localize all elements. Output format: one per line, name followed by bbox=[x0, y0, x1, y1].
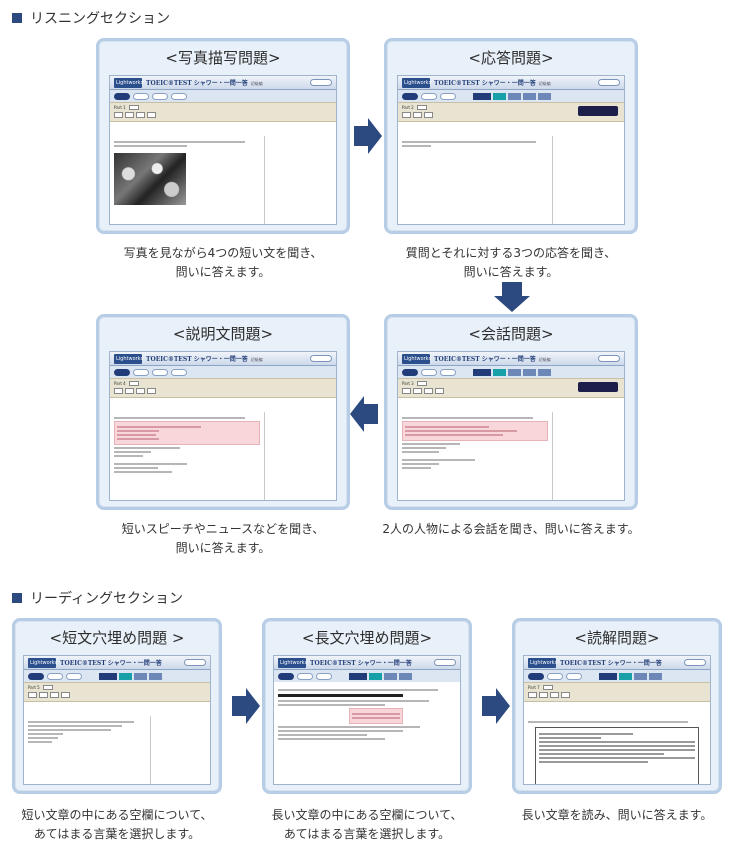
listening-section-heading: リスニングセクション bbox=[12, 8, 170, 28]
arrow-right-icon bbox=[482, 688, 510, 724]
card-title: <短文穴埋め問題 > bbox=[49, 629, 185, 647]
card-title: <長文穴埋め問題> bbox=[301, 629, 433, 647]
passage-box bbox=[535, 727, 699, 784]
bullet-square-icon bbox=[12, 13, 22, 23]
photo-thumbnail bbox=[114, 153, 186, 205]
card-description: 長い文章を読み、問いに答えます。 bbox=[521, 808, 713, 822]
arrow-down-icon bbox=[494, 282, 530, 312]
reading-section-heading: リーディングセクション bbox=[12, 588, 183, 608]
card-title: <写真描写問題> bbox=[165, 49, 281, 67]
audio-player[interactable] bbox=[578, 382, 618, 392]
card-title: <読解問題> bbox=[574, 629, 660, 647]
arrow-right-icon bbox=[232, 688, 260, 724]
arrow-left-icon bbox=[350, 396, 378, 432]
card-description: 短い文章の中にある空欄について、 あてはまる言葉を選択します。 bbox=[21, 808, 213, 841]
card-description: 質問とそれに対する3つの応答を聞き、 問いに答えます。 bbox=[405, 246, 617, 279]
card-title: <応答問題> bbox=[468, 49, 554, 67]
card-description: 短いスピーチやニュースなどを聞き、 問いに答えます。 bbox=[121, 522, 325, 555]
audio-player[interactable] bbox=[578, 106, 618, 116]
card-title: <説明文問題> bbox=[172, 325, 274, 343]
card-description: 2人の人物による会話を聞き、問いに答えます。 bbox=[382, 522, 640, 536]
card-description: 写真を見ながら4つの短い文を聞き、 問いに答えます。 bbox=[123, 246, 323, 279]
card-description: 長い文章の中にある空欄について、 あてはまる言葉を選択します。 bbox=[271, 808, 463, 841]
card-title: <会話問題> bbox=[468, 325, 554, 343]
bullet-square-icon bbox=[12, 593, 22, 603]
arrow-right-icon bbox=[354, 118, 382, 154]
